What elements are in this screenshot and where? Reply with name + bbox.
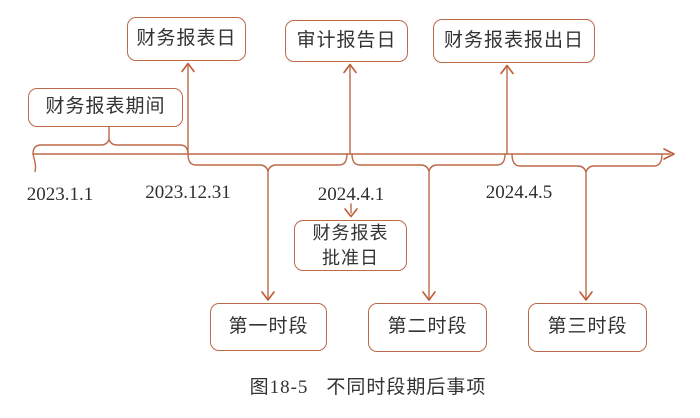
figure-caption-number: 图18-5 (249, 377, 309, 398)
box-statement-issue-date-label: 财务报表报出日 (443, 29, 584, 51)
box-statement-period-label: 财务报表期间 (45, 96, 166, 118)
box-segment1: 第一时段 (210, 303, 327, 351)
segment3-brace (511, 153, 663, 301)
box-segment2-label: 第二时段 (387, 316, 468, 338)
arrow-audit-report-date-arrowhead (343, 63, 357, 74)
date-period-start: 2023.1.1 (26, 184, 94, 205)
box-approval-date-line2: 批准日 (322, 247, 379, 268)
arrow-approval-date (344, 203, 358, 218)
period-brace (32, 126, 189, 155)
period-brace-path (32, 138, 189, 155)
arrow-approval-date-arrowhead (344, 208, 358, 218)
arrow-issue-date-arrowhead (500, 64, 514, 75)
segment1-brace (187, 153, 348, 301)
timeline-start-tick (32, 153, 37, 173)
date-issue: 2024.4.5 (485, 182, 553, 203)
segment1-brace-path (187, 153, 348, 172)
box-approval-date: 财务报表 批准日 (294, 220, 407, 271)
figure-caption: 图18-5 不同时段期后事项 (250, 372, 487, 399)
arrow-issue-date (500, 64, 514, 155)
box-statement-period: 财务报表期间 (28, 88, 183, 127)
arrow-statement-date-arrowhead (181, 62, 195, 73)
arrow-segment2-arrowhead (422, 291, 436, 301)
arrow-audit-report-date (343, 63, 357, 155)
box-audit-report-date-label: 审计报告日 (296, 29, 397, 51)
box-segment3-label: 第三时段 (547, 316, 628, 338)
arrow-segment1-arrowhead (261, 291, 275, 301)
segment3-brace-path (511, 153, 663, 173)
arrow-statement-date (181, 62, 195, 155)
box-statement-issue-date: 财务报表报出日 (433, 19, 595, 63)
date-audit: 2024.4.1 (317, 184, 385, 205)
box-audit-report-date: 审计报告日 (285, 20, 408, 62)
arrow-segment3-arrowhead (579, 291, 593, 301)
box-segment3: 第三时段 (528, 303, 647, 352)
figure-caption-title: 不同时段期后事项 (326, 377, 487, 398)
box-approval-date-line1: 财务报表 (312, 223, 389, 244)
segment2-brace-path (351, 153, 506, 172)
box-statement-date: 财务报表日 (127, 17, 246, 61)
date-period-end: 2023.12.31 (145, 182, 231, 203)
timeline-axis-arrowhead (663, 148, 675, 160)
segment2-brace (351, 153, 506, 301)
box-statement-date-label: 财务报表日 (136, 27, 237, 49)
box-segment1-label: 第一时段 (228, 315, 309, 337)
box-segment2: 第二时段 (368, 303, 487, 352)
